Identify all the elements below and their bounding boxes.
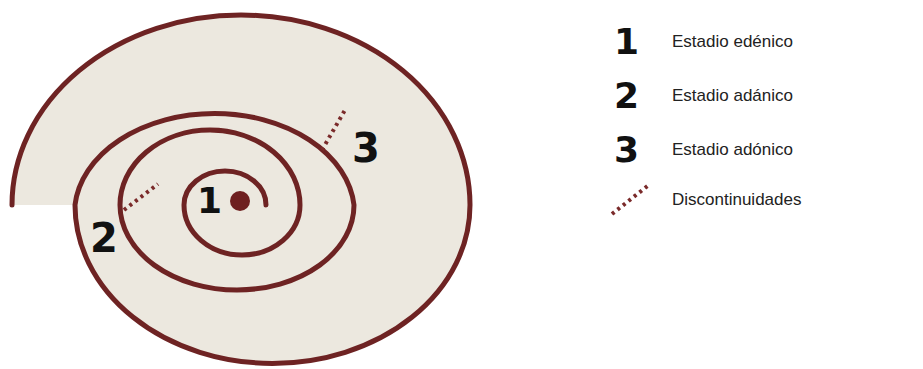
legend-key-number: 3 xyxy=(614,132,639,168)
legend-key-number: 2 xyxy=(614,78,639,114)
legend-key-number: 1 xyxy=(614,24,639,60)
legend-dotted-sample xyxy=(612,184,650,214)
discontinuity-line xyxy=(322,110,345,150)
spiral-fill xyxy=(12,15,470,363)
callout-number: 1 xyxy=(197,183,222,219)
center-dot xyxy=(230,191,250,211)
legend-text: Estadio adánico xyxy=(672,86,793,106)
spiral-line xyxy=(12,15,470,363)
legend-text: Estadio edénico xyxy=(672,32,793,52)
callout-number: 2 xyxy=(90,218,118,258)
legend-text: Estadio adónico xyxy=(672,140,793,160)
callout-number: 3 xyxy=(352,128,380,168)
legend-text: Discontinuidades xyxy=(672,190,801,210)
discontinuity-line xyxy=(124,184,158,210)
